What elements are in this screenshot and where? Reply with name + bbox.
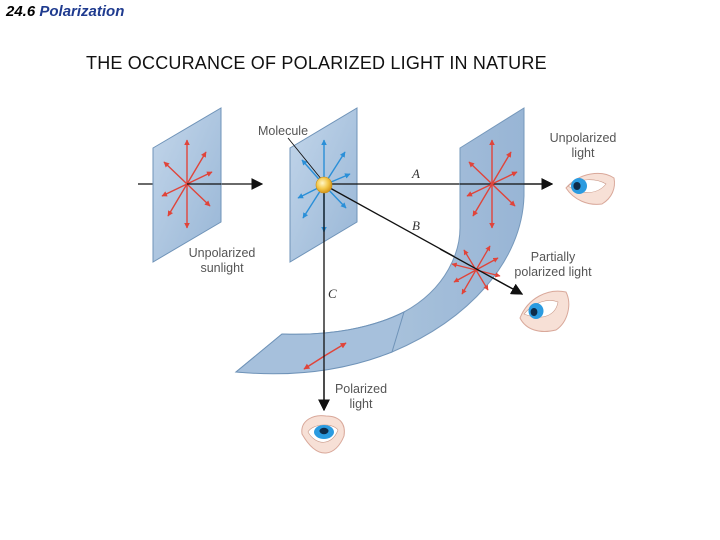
field-arrows-partial <box>451 245 501 295</box>
curved-polarizing-sheet <box>234 107 525 375</box>
label-polarized-light-1: Polarized <box>335 382 387 396</box>
section-label: 24.6 Polarization <box>6 3 124 20</box>
label-polarized-light-2: light <box>350 397 373 411</box>
label-ray-a: A <box>411 166 420 181</box>
eye-unpolarized <box>565 172 615 205</box>
field-arrow-polarized <box>303 342 347 370</box>
field-arrows-unpolarized-2 <box>466 139 518 229</box>
label-unpolarized-light-2: light <box>572 146 595 160</box>
label-ray-b: B <box>412 218 420 233</box>
section-number: 24.6 <box>6 3 36 20</box>
label-unpolarized-sunlight-1: Unpolarized <box>189 246 256 260</box>
label-unpolarized-light-1: Unpolarized <box>550 131 617 145</box>
eye-polarized <box>301 415 345 454</box>
label-ray-c: C <box>328 286 337 301</box>
slide-title: THE OCCURANCE OF POLARIZED LIGHT IN NATU… <box>86 53 547 73</box>
label-partially-polarized-1: Partially <box>531 250 576 264</box>
panel-unpolarized-sunlight <box>152 107 222 263</box>
eye-partially-polarized <box>519 290 570 332</box>
label-partially-polarized-2: polarized light <box>514 265 592 279</box>
section-topic: Polarization <box>39 3 125 20</box>
label-unpolarized-sunlight-2: sunlight <box>200 261 244 275</box>
molecule <box>315 176 333 194</box>
label-molecule: Molecule <box>258 124 308 138</box>
field-arrows-unpolarized-1 <box>161 139 213 229</box>
molecule-leader <box>287 137 323 181</box>
